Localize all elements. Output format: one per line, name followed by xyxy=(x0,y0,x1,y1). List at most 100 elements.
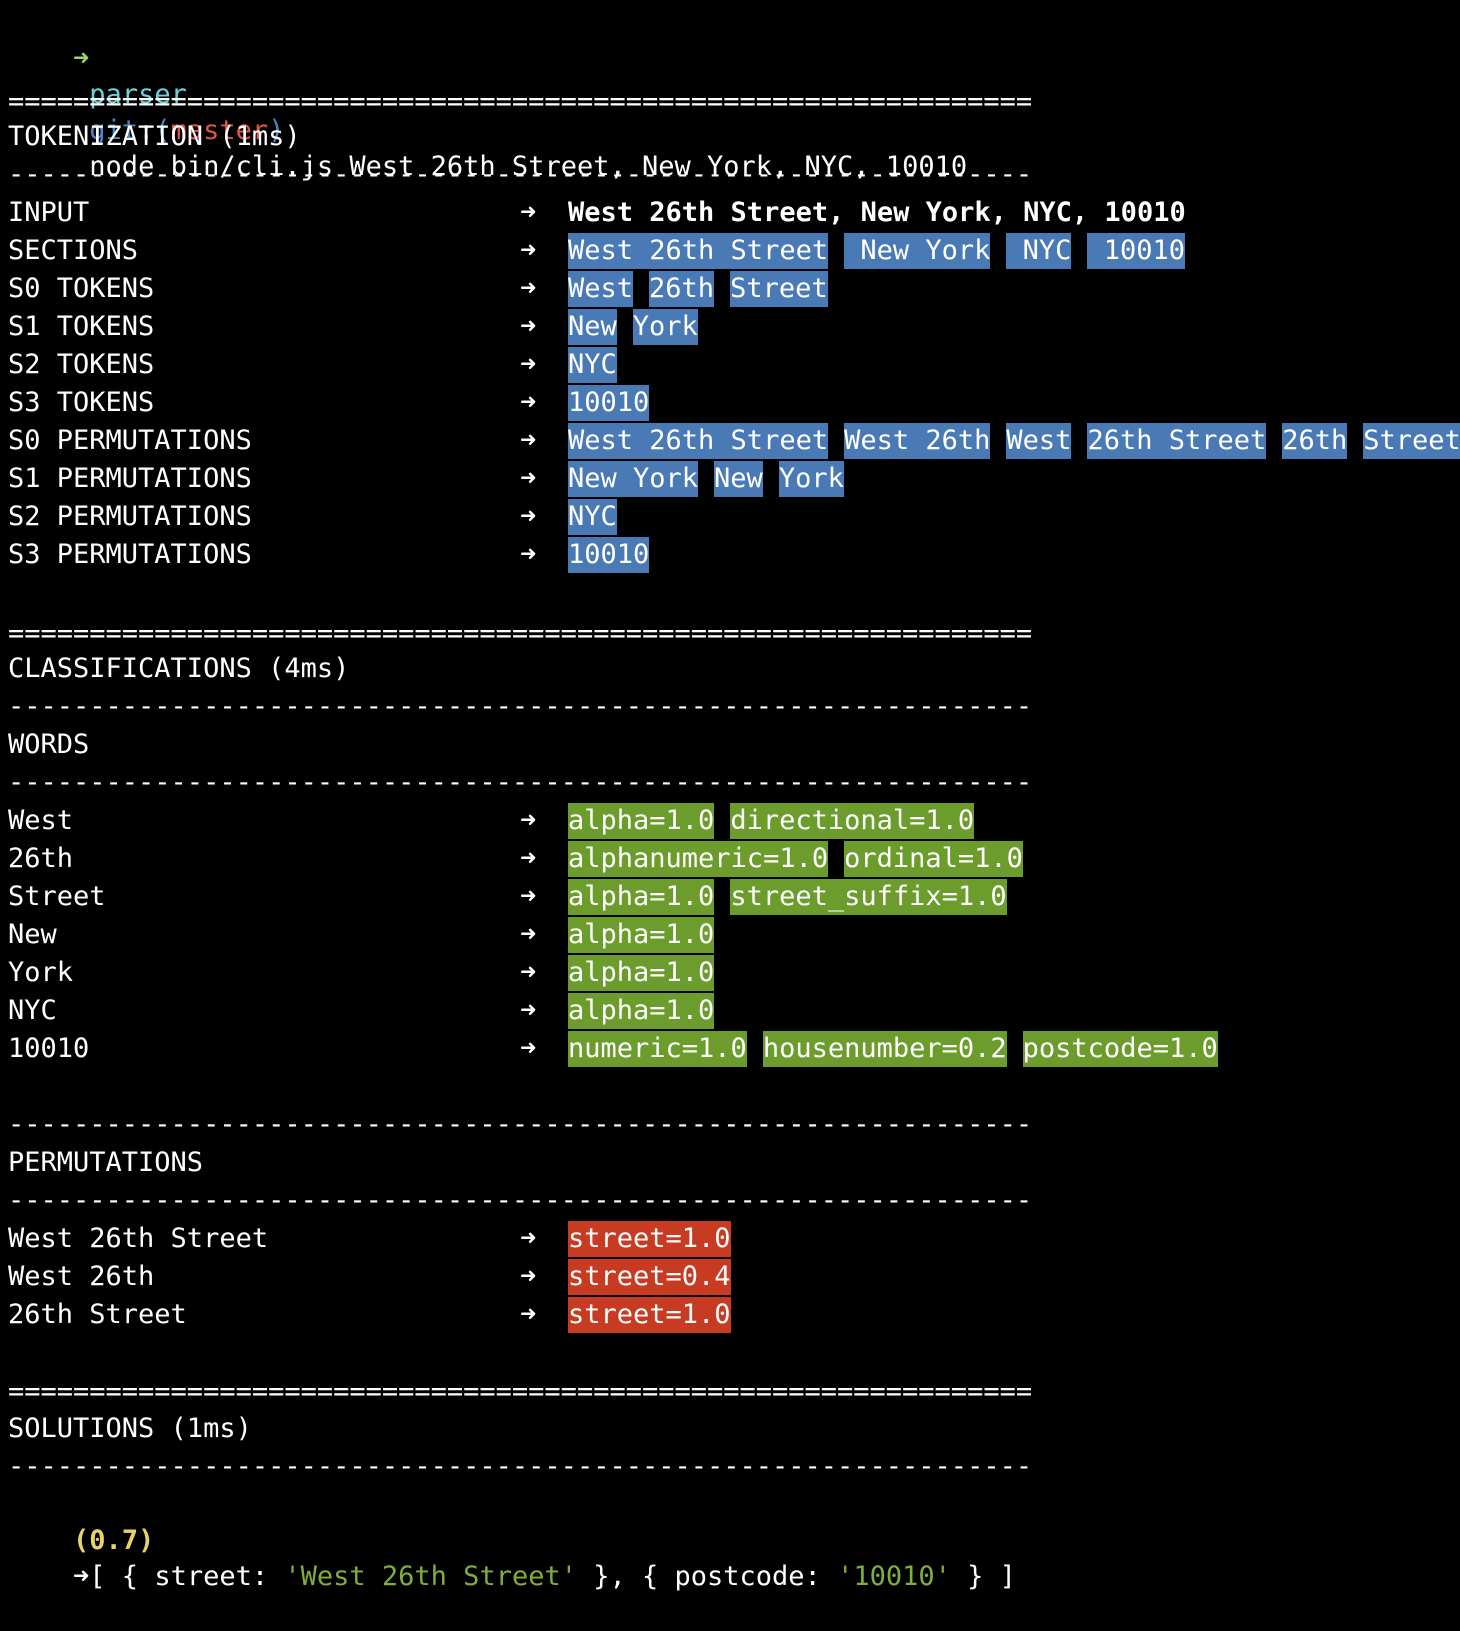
solution-arrow-icon: ➜ xyxy=(73,1561,90,1592)
chip-list: alpha=1.0 xyxy=(568,955,730,991)
classification-chip: New York xyxy=(568,461,699,497)
row-label: West 26th xyxy=(8,1261,155,1292)
chip-list: alpha=1.0 directional=1.0 xyxy=(568,803,990,839)
chip-list: NYC xyxy=(568,347,633,383)
single-rule: ----------------------------------------… xyxy=(8,1109,1032,1140)
single-rule: ----------------------------------------… xyxy=(8,159,1032,190)
row-label: S2 PERMUTATIONS xyxy=(8,501,252,532)
arrow-icon: ➜ xyxy=(520,425,537,456)
section-title-tokenization: TOKENIZATION (1ms) xyxy=(8,121,301,152)
chip-list: 10010 xyxy=(568,537,665,573)
solution-close: } ] xyxy=(950,1561,1016,1592)
single-rule: ----------------------------------------… xyxy=(8,1451,1032,1482)
classification-chip: York xyxy=(632,309,698,345)
row-label: 26th Street xyxy=(8,1299,187,1330)
arrow-icon: ➜ xyxy=(520,387,537,418)
chip-list: street=1.0 xyxy=(568,1221,747,1257)
solution-street-value: 'West 26th Street' xyxy=(284,1561,577,1592)
classification-chip: NYC xyxy=(568,347,617,383)
arrow-icon: ➜ xyxy=(520,805,537,836)
classification-chip: New xyxy=(714,461,763,497)
classification-chip: New York xyxy=(844,233,991,269)
subsection-title-words: WORDS xyxy=(8,729,90,760)
arrow-icon: ➜ xyxy=(520,235,537,266)
classification-chip: West xyxy=(568,271,634,307)
classification-chip: directional=1.0 xyxy=(730,803,975,839)
classification-chip: alphanumeric=1.0 xyxy=(568,841,829,877)
row-label: York xyxy=(8,957,74,988)
classification-chip: street=0.4 xyxy=(568,1259,731,1295)
arrow-icon: ➜ xyxy=(520,273,537,304)
command-prompt-line: ➜ parser git:(master) node bin/cli.js We… xyxy=(8,5,967,182)
classification-chip: York xyxy=(778,461,844,497)
row-label: West 26th Street xyxy=(8,1223,269,1254)
arrow-icon: ➜ xyxy=(520,1033,537,1064)
classification-chip: housenumber=0.2 xyxy=(762,1031,1007,1067)
chip-list: West 26th Street New York NYC 10010 xyxy=(568,233,1201,269)
solution-score: (0.7) xyxy=(73,1525,155,1556)
classification-chip: street=1.0 xyxy=(568,1297,731,1333)
arrow-icon: ➜ xyxy=(520,881,537,912)
classification-chip: street=1.0 xyxy=(568,1221,731,1257)
solution-middle: }, { postcode: xyxy=(576,1561,838,1592)
classification-chip: 26th Street xyxy=(1087,423,1267,459)
prompt-git-close: ) xyxy=(268,115,285,146)
arrow-icon: ➜ xyxy=(520,197,537,228)
row-label: West xyxy=(8,805,74,836)
section-title-solutions: SOLUTIONS (1ms) xyxy=(8,1413,252,1444)
classification-chip: alpha=1.0 xyxy=(568,993,715,1029)
classification-chip: West 26th Street xyxy=(568,233,829,269)
classification-chip: alpha=1.0 xyxy=(568,803,715,839)
arrow-icon: ➜ xyxy=(520,539,537,570)
double-rule: ========================================… xyxy=(8,1376,1032,1407)
chip-list: alpha=1.0 xyxy=(568,993,730,1029)
chip-list: street=0.4 xyxy=(568,1259,747,1295)
classification-chip: ordinal=1.0 xyxy=(844,841,1023,877)
chip-list: numeric=1.0 housenumber=0.2 postcode=1.0 xyxy=(568,1031,1234,1067)
chip-list: alphanumeric=1.0 ordinal=1.0 xyxy=(568,841,1039,877)
prompt-arrow-icon: ➜ xyxy=(73,43,90,74)
solution-postcode-value: '10010' xyxy=(837,1561,951,1592)
classification-chip: NYC xyxy=(1006,233,1072,269)
classification-chip: West 26th Street xyxy=(568,423,829,459)
row-label: S1 TOKENS xyxy=(8,311,155,342)
classification-chip: numeric=1.0 xyxy=(568,1031,747,1067)
row-label: Street xyxy=(8,881,106,912)
arrow-icon: ➜ xyxy=(520,995,537,1026)
classification-chip: alpha=1.0 xyxy=(568,955,715,991)
classification-chip: 26th xyxy=(1282,423,1348,459)
classification-chip: West xyxy=(1006,423,1072,459)
arrow-icon: ➜ xyxy=(520,957,537,988)
arrow-icon: ➜ xyxy=(520,349,537,380)
classification-chip: 26th xyxy=(649,271,715,307)
prompt-directory: parser xyxy=(89,79,187,110)
input-value: West 26th Street, New York, NYC, 10010 xyxy=(568,197,1186,228)
row-label: S0 PERMUTATIONS xyxy=(8,425,252,456)
row-label: New xyxy=(8,919,57,950)
chip-list: street=1.0 xyxy=(568,1297,747,1333)
section-title-classifications: CLASSIFICATIONS (4ms) xyxy=(8,653,350,684)
prompt-branch: master xyxy=(170,115,269,146)
row-label: NYC xyxy=(8,995,57,1026)
row-label: SECTIONS xyxy=(8,235,139,266)
chip-list: 10010 xyxy=(568,385,665,421)
row-label: 10010 xyxy=(8,1033,90,1064)
classification-chip: New xyxy=(568,309,617,345)
single-rule: ----------------------------------------… xyxy=(8,1185,1032,1216)
prompt-git-label: git:( xyxy=(89,115,171,146)
double-rule: ========================================… xyxy=(8,618,1032,649)
classification-chip: alpha=1.0 xyxy=(568,917,715,953)
classification-chip: NYC xyxy=(568,499,617,535)
solution-line: (0.7) ➜[ { street: 'West 26th Street' },… xyxy=(8,1487,1016,1592)
classification-chip: Street xyxy=(1363,423,1460,459)
single-rule: ----------------------------------------… xyxy=(8,767,1032,798)
row-label: S0 TOKENS xyxy=(8,273,155,304)
arrow-icon: ➜ xyxy=(520,311,537,342)
arrow-icon: ➜ xyxy=(520,843,537,874)
classification-chip: postcode=1.0 xyxy=(1022,1031,1218,1067)
chip-list: alpha=1.0 xyxy=(568,917,730,953)
terminal-window[interactable]: ➜ parser git:(master) node bin/cli.js We… xyxy=(0,0,1460,1592)
